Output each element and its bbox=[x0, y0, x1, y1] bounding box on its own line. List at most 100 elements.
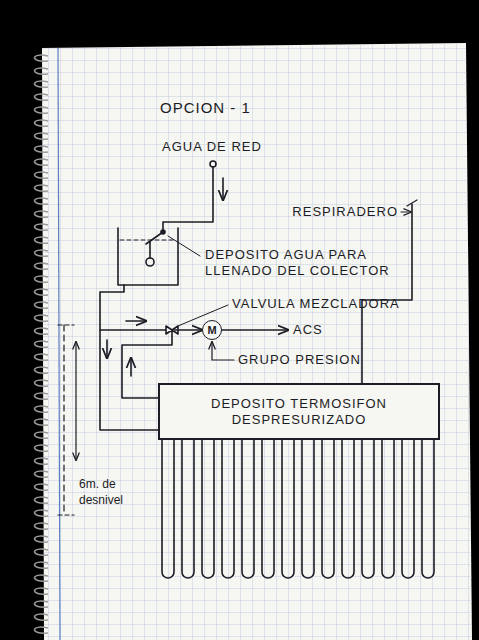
spiral-loop bbox=[35, 81, 49, 87]
spiral-loop bbox=[35, 276, 49, 282]
spiral-loop bbox=[35, 55, 49, 61]
spiral-loop bbox=[35, 393, 49, 399]
dimension-label: 6m. de desnivel bbox=[79, 476, 139, 508]
spiral-loop bbox=[35, 406, 49, 412]
dimension-line bbox=[63, 325, 64, 515]
spiral-loop bbox=[35, 211, 49, 217]
tank-label: DEPOSITO AGUA PARA LLENADO DEL COLECTOR bbox=[205, 247, 420, 279]
grid bbox=[42, 43, 472, 640]
dimension-tick bbox=[58, 324, 74, 325]
float bbox=[146, 258, 154, 266]
spiral-loop bbox=[35, 237, 49, 243]
valve-pivot bbox=[161, 230, 165, 234]
vacuum-tube bbox=[342, 440, 354, 578]
vacuum-tube bbox=[402, 440, 414, 578]
leader-arrow bbox=[401, 211, 411, 212]
inlet-pipe bbox=[163, 167, 213, 232]
vacuum-tube bbox=[242, 440, 254, 578]
spiral-loop bbox=[35, 549, 49, 555]
spiral-loop bbox=[35, 263, 49, 269]
pump-label: GRUPO PRESION bbox=[238, 352, 361, 368]
dimension-arrow bbox=[75, 342, 76, 460]
vacuum-tube bbox=[162, 440, 174, 578]
spiral-loop bbox=[35, 458, 49, 464]
flow-arrow bbox=[222, 178, 224, 200]
spiral-loop bbox=[35, 601, 49, 607]
spiral-binding bbox=[35, 55, 49, 633]
tank-box: DEPOSITO TERMOSIFON DESPRESURIZADO bbox=[158, 383, 440, 440]
vacuum-tube bbox=[382, 440, 394, 578]
spiral-loop bbox=[35, 107, 49, 113]
spiral-loop bbox=[35, 497, 49, 503]
spiral-loop bbox=[35, 185, 49, 191]
spiral-loop bbox=[35, 289, 49, 295]
spiral-loop bbox=[35, 471, 49, 477]
branch-pipe bbox=[100, 329, 166, 331]
spiral-loop bbox=[35, 445, 49, 451]
inlet-point bbox=[210, 161, 216, 167]
leader-line bbox=[168, 236, 200, 256]
spiral-loop bbox=[35, 172, 49, 178]
spiral-loop bbox=[35, 146, 49, 152]
spiral-loop bbox=[35, 380, 49, 386]
float-valve bbox=[146, 232, 163, 258]
spiral-loop bbox=[35, 159, 49, 165]
margin-line bbox=[58, 48, 60, 640]
vacuum-tube bbox=[202, 440, 214, 578]
spiral-loop bbox=[35, 94, 49, 100]
vacuum-tubes bbox=[162, 440, 434, 578]
spiral-loop bbox=[35, 432, 49, 438]
spiral-loop bbox=[35, 510, 49, 516]
vacuum-tube bbox=[282, 440, 294, 578]
spiral-loop bbox=[35, 484, 49, 490]
title-text: OPCION - 1 bbox=[160, 100, 251, 116]
spiral-loop bbox=[35, 315, 49, 321]
vent-pipe bbox=[362, 204, 412, 383]
vacuum-tube bbox=[322, 440, 334, 578]
water-level bbox=[120, 240, 176, 241]
flow-arrow bbox=[130, 358, 132, 376]
vent-label: RESPIRADERO bbox=[292, 204, 398, 220]
spiral-loop bbox=[35, 250, 49, 256]
node-text: M bbox=[207, 324, 216, 336]
spiral-loop bbox=[35, 614, 49, 620]
spiral-loop bbox=[35, 198, 49, 204]
vacuum-tube bbox=[262, 440, 274, 578]
flow-arrow bbox=[126, 320, 146, 322]
spiral-loop bbox=[35, 341, 49, 347]
leader-arrow bbox=[212, 342, 234, 360]
leader-line bbox=[178, 305, 228, 326]
spiral-loop bbox=[35, 367, 49, 373]
spiral-loop bbox=[35, 627, 49, 633]
spiral-loop bbox=[35, 224, 49, 230]
flow-arrow bbox=[106, 340, 108, 358]
dimension-tick bbox=[58, 514, 74, 515]
spiral-loop bbox=[35, 354, 49, 360]
spiral-loop bbox=[35, 120, 49, 126]
acs-pipe bbox=[222, 329, 288, 331]
valve-label: VALVULA MEZCLADORA bbox=[232, 296, 400, 312]
paper-sheet bbox=[42, 43, 472, 640]
spiral-loop bbox=[35, 133, 49, 139]
inlet-label: AGUA DE RED bbox=[162, 139, 262, 155]
spiral-loop bbox=[35, 575, 49, 581]
spiral-loop bbox=[35, 302, 49, 308]
vacuum-tube bbox=[302, 440, 314, 578]
spiral-loop bbox=[35, 419, 49, 425]
outlet-label: ACS bbox=[293, 322, 323, 338]
spiral-loop bbox=[35, 588, 49, 594]
vent-mark bbox=[407, 200, 417, 206]
pump-circle: M bbox=[202, 320, 222, 340]
spiral-loop bbox=[35, 562, 49, 568]
vacuum-tube bbox=[362, 440, 374, 578]
vacuum-tube bbox=[422, 440, 434, 578]
feed-pipe bbox=[100, 285, 158, 430]
spiral-loop bbox=[35, 68, 49, 74]
vacuum-tube bbox=[222, 440, 234, 578]
spiral-loop bbox=[35, 523, 49, 529]
spiral-loop bbox=[35, 536, 49, 542]
